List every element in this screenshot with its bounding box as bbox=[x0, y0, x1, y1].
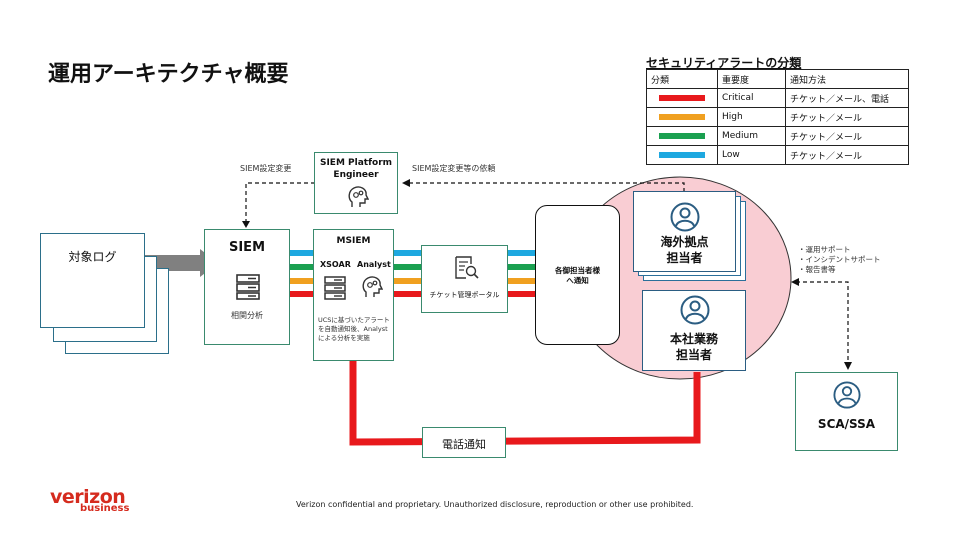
notify-label: 各御担当者様 bbox=[555, 266, 600, 275]
confidential-notice: Verizon confidential and proprietary. Un… bbox=[296, 500, 694, 509]
legend-method: チケット／メール、電話 bbox=[785, 88, 909, 108]
siem-config-request-label: SIEM設定変更等の依頼 bbox=[412, 164, 496, 173]
hq-label: 本社業務 bbox=[669, 332, 718, 346]
overseas-label: 海外拠点 bbox=[660, 235, 709, 249]
critical-swatch bbox=[659, 94, 705, 101]
config-change-arrow bbox=[245, 182, 315, 223]
hq-label: 担当者 bbox=[675, 348, 712, 362]
phone-notification-node: 電話通知 bbox=[422, 427, 506, 458]
msiem-node: MSIEM XSOAR Analyst UCSに基づいたアラートを自動通知後、A… bbox=[313, 229, 394, 361]
sca-ssa-node: SCA/SSA bbox=[795, 372, 898, 451]
legend-severity: Critical bbox=[717, 88, 786, 108]
user-icon bbox=[833, 381, 861, 409]
legend-method: チケット／メール bbox=[785, 126, 909, 146]
support-item: ・報告書等 bbox=[798, 265, 836, 274]
platform-engineer-title: SIEM Platform bbox=[319, 158, 393, 168]
legend-row: High チケット／メール bbox=[646, 107, 909, 127]
notify-node: 各御担当者様 へ通知 bbox=[535, 205, 620, 345]
alert-lines-msiem-portal bbox=[393, 250, 422, 297]
ticket-portal-label: チケット管理ポータル bbox=[429, 291, 500, 299]
siem-title: SIEM bbox=[228, 240, 266, 255]
alert-lines-siem-msiem bbox=[288, 250, 314, 297]
legend-severity: Low bbox=[717, 145, 786, 165]
brain-gear-icon bbox=[348, 186, 369, 207]
support-items: ・運用サポート ・インシデントサポート ・報告書等 bbox=[798, 245, 881, 275]
platform-engineer-node: SIEM Platform Engineer bbox=[314, 152, 398, 214]
log-label: 対象ログ bbox=[68, 250, 117, 264]
ticket-portal-node[interactable]: チケット管理ポータル bbox=[421, 245, 508, 313]
msiem-description: UCSに基づいたアラートを自動通知後、Analystによる分析を実施 bbox=[318, 316, 390, 342]
legend-header: 重要度 bbox=[717, 69, 786, 89]
sca-ssa-label: SCA/SSA bbox=[817, 417, 876, 431]
legend-method: チケット／メール bbox=[785, 107, 909, 127]
page-title: 運用アーキテクチャ概要 bbox=[48, 62, 289, 87]
document-search-icon bbox=[455, 256, 479, 279]
platform-engineer-title: Engineer bbox=[333, 170, 379, 180]
alert-lines-portal-notify bbox=[507, 250, 535, 297]
user-icon bbox=[670, 202, 700, 232]
overseas-contact-node: 海外拠点 担当者 bbox=[633, 191, 736, 272]
legend-row: Medium チケット／メール bbox=[646, 126, 909, 146]
legend-header: 分類 bbox=[646, 69, 718, 89]
config-request-arrow bbox=[408, 182, 685, 192]
verizon-logo-sub: business bbox=[80, 503, 130, 514]
legend-title: セキュリティアラートの分類 bbox=[646, 56, 802, 70]
phone-notification-path bbox=[349, 360, 701, 446]
xsoar-label: XSOAR bbox=[320, 260, 351, 269]
user-icon bbox=[680, 295, 710, 325]
legend-header-row: 分類 重要度 通知方法 bbox=[646, 69, 909, 89]
verizon-logo: verizon bbox=[50, 486, 126, 508]
support-item: ・運用サポート bbox=[798, 245, 851, 254]
alert-classification-table: 分類 重要度 通知方法 Critical チケット／メール、電話 High チケ… bbox=[646, 69, 909, 165]
legend-method: チケット／メール bbox=[785, 145, 909, 165]
support-item: ・インシデントサポート bbox=[798, 255, 881, 264]
server-icon bbox=[236, 274, 260, 300]
hq-contact-node: 本社業務 担当者 bbox=[642, 290, 746, 371]
server-icon bbox=[324, 276, 346, 300]
legend-severity: Medium bbox=[717, 126, 786, 146]
legend-row: Critical チケット／メール、電話 bbox=[646, 88, 909, 108]
legend-severity: High bbox=[717, 107, 786, 127]
msiem-title: MSIEM bbox=[336, 236, 371, 246]
support-arrow bbox=[796, 281, 849, 364]
siem-config-change-label: SIEM設定変更 bbox=[240, 164, 292, 173]
brain-gear-icon bbox=[362, 276, 383, 297]
medium-swatch bbox=[659, 132, 705, 139]
overseas-label: 担当者 bbox=[666, 251, 703, 265]
siem-caption: 相関分析 bbox=[231, 311, 263, 320]
siem-node: SIEM 相関分析 bbox=[204, 229, 290, 345]
low-swatch bbox=[659, 151, 705, 158]
phone-notification-label: 電話通知 bbox=[442, 438, 486, 451]
log-card: 対象ログ bbox=[40, 233, 145, 328]
legend-header: 通知方法 bbox=[785, 69, 909, 89]
legend-row: Low チケット／メール bbox=[646, 145, 909, 165]
analyst-label: Analyst bbox=[357, 260, 391, 269]
high-swatch bbox=[659, 113, 705, 120]
notify-label: へ通知 bbox=[566, 276, 589, 285]
